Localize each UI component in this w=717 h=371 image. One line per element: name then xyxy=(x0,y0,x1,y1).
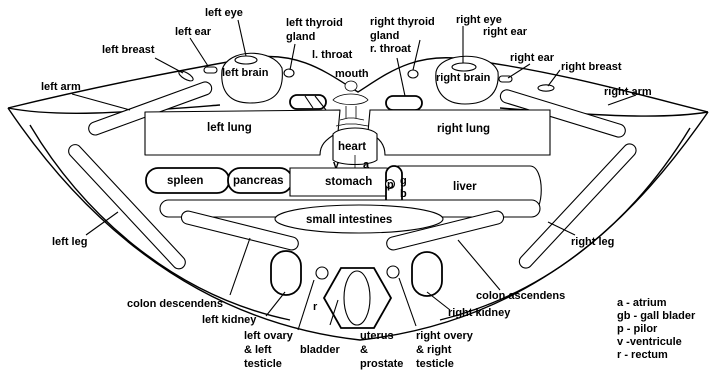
label-left-arm: left arm xyxy=(41,81,81,93)
legend-item-gall-bladder: gb - gall blader xyxy=(617,310,717,323)
label-left-thyroid-gland: gland xyxy=(286,31,315,43)
legend-item-pilor: p - pilor xyxy=(617,323,717,336)
label-right-brain: right brain xyxy=(436,72,491,84)
right-ovary-shape xyxy=(387,266,399,278)
left-thyroid-shape xyxy=(284,69,294,77)
label-bladder: bladder xyxy=(300,344,340,356)
label-left-eye: left eye xyxy=(205,7,243,19)
label-right-ovary-1: right overy xyxy=(416,330,474,342)
label-spleen: spleen xyxy=(167,175,203,187)
label-uterus-1: uterus xyxy=(360,330,394,342)
left-throat-shape xyxy=(290,95,326,109)
right-thyroid-shape xyxy=(408,70,418,78)
label-liver: liver xyxy=(453,181,477,193)
label-uterus-3: prostate xyxy=(360,358,403,370)
label-right-arm: right arm xyxy=(604,86,652,98)
label-pancreas: pancreas xyxy=(233,175,284,187)
label-left-kidney: left kidney xyxy=(202,314,257,326)
label-r: r xyxy=(313,301,318,313)
label-g: g xyxy=(400,175,407,187)
bladder-shape xyxy=(344,271,370,325)
legend-item-rectum: r - rectum xyxy=(617,349,717,362)
label-stomach: stomach xyxy=(325,176,372,188)
label-v: v xyxy=(333,159,340,171)
label-right-breast: right breast xyxy=(561,61,622,73)
label-right-leg: right leg xyxy=(571,236,614,248)
left-kidney-shape xyxy=(271,251,301,295)
label-left-brain: left brain xyxy=(222,67,269,79)
right-throat-shape xyxy=(386,96,422,110)
label-left-ovary-2: & left xyxy=(244,344,272,356)
label-left-leg: left leg xyxy=(52,236,87,248)
label-colon-ascendens: colon ascendens xyxy=(476,290,565,302)
label-heart: heart xyxy=(338,141,366,153)
label-right-lung: right lung xyxy=(437,123,490,135)
label-right-ear: right ear xyxy=(510,52,555,64)
label-a: a xyxy=(363,159,370,171)
legend-item-atrium: a - atrium xyxy=(617,297,717,310)
left-ovary-shape xyxy=(316,267,328,279)
label-mouth: mouth xyxy=(335,68,369,80)
trachea xyxy=(336,118,368,126)
left-ear-shape xyxy=(204,67,217,73)
legend-item-ventricule: v -ventricule xyxy=(617,336,717,349)
label-uterus-2: & xyxy=(360,344,368,356)
label-right-thyroid-gland: gland xyxy=(370,30,399,42)
left-eye-shape xyxy=(235,56,257,64)
label-left-ovary-1: left ovary xyxy=(244,330,294,342)
right-kidney-shape xyxy=(412,252,442,296)
label-right-ovary-2: & right xyxy=(416,344,452,356)
label-l-throat: l. throat xyxy=(312,49,353,61)
right-eye-shape xyxy=(452,63,476,71)
legend: a - atrium gb - gall blader p - pilor v … xyxy=(617,297,717,362)
label-p: p xyxy=(387,179,394,191)
label-colon-descendens: colon descendens xyxy=(127,298,223,310)
label-left-ovary-3: testicle xyxy=(244,358,282,370)
label-right-eye: right eye xyxy=(456,14,502,26)
label-left-ear: left ear xyxy=(175,26,212,38)
label-small-intestines: small intestines xyxy=(306,214,392,226)
label-right-kidney: right kidney xyxy=(448,307,511,319)
label-right-ear-top: right ear xyxy=(483,26,528,38)
label-b: b xyxy=(400,188,407,200)
label-r-throat: r. throat xyxy=(370,43,411,55)
right-breast-shape xyxy=(538,85,554,91)
label-right-thyroid: right thyroid xyxy=(370,16,435,28)
label-left-lung: left lung xyxy=(207,122,252,134)
label-left-breast: left breast xyxy=(102,44,155,56)
label-right-ovary-3: testicle xyxy=(416,358,454,370)
label-left-thyroid: left thyroid xyxy=(286,17,343,29)
